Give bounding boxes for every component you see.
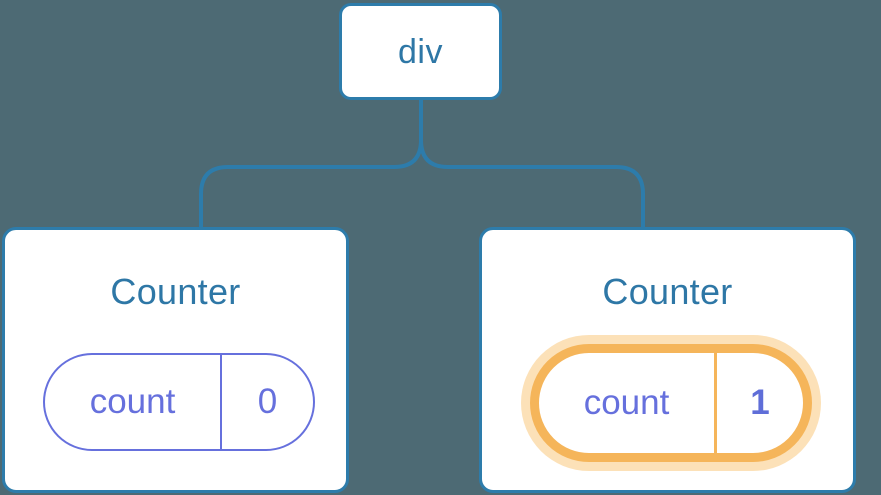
- connector-to-left-counter: [199, 98, 423, 229]
- node-counter-right[interactable]: Counter count 1: [479, 227, 856, 493]
- state-pill-key-left: count: [89, 382, 176, 421]
- state-pill-count-right[interactable]: count 1: [530, 344, 812, 462]
- state-pill-key-right: count: [583, 383, 670, 422]
- node-div-label: div: [398, 32, 443, 71]
- state-pill-count-right-wrapper[interactable]: count 1: [521, 335, 821, 471]
- state-pill-value-left: 0: [220, 355, 313, 449]
- state-pill-count-left[interactable]: count 0: [43, 353, 315, 451]
- node-counter-left[interactable]: Counter count 0: [2, 227, 349, 493]
- node-div[interactable]: div: [339, 3, 502, 100]
- node-counter-left-title: Counter: [110, 271, 241, 312]
- state-pill-value-right: 1: [714, 353, 803, 453]
- node-counter-right-title: Counter: [602, 271, 733, 312]
- connector-to-right-counter: [419, 98, 645, 229]
